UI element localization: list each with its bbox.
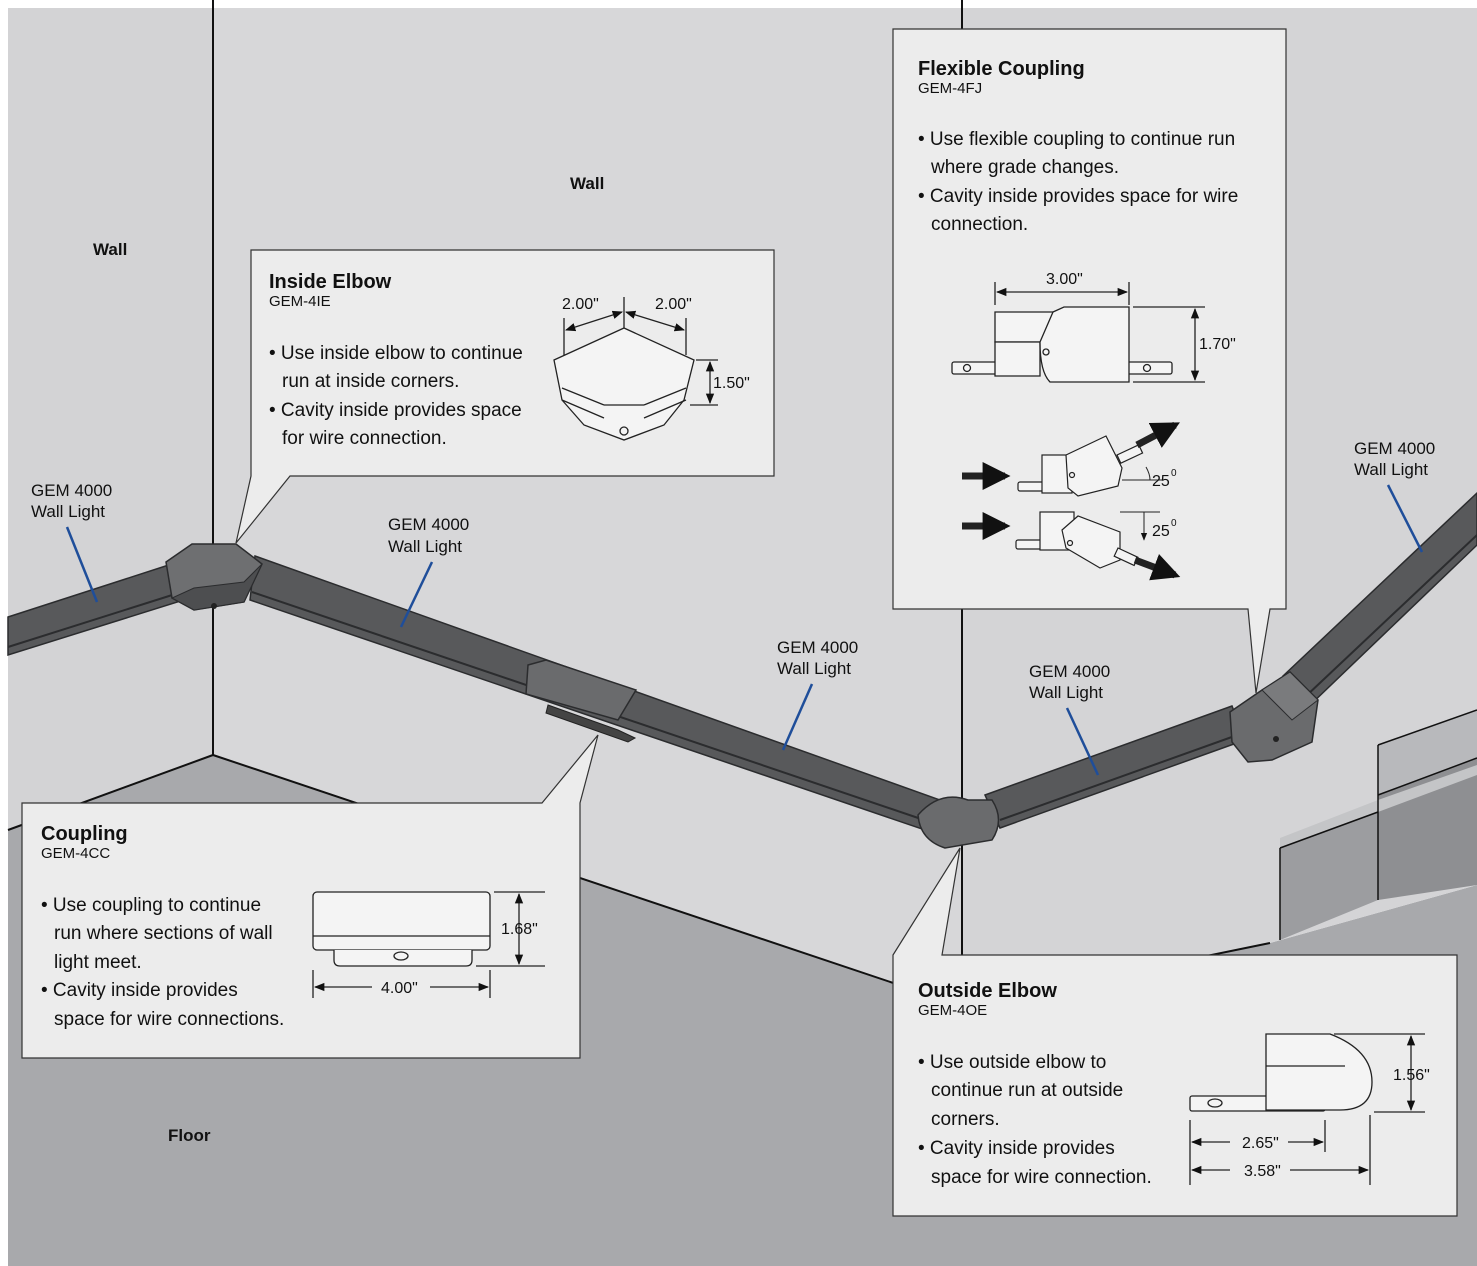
svg-text:space for wire connection.: space for wire connection. (931, 1167, 1152, 1188)
center-wall-label: Wall (570, 174, 604, 193)
rail-label-4: GEM 4000 Wall Light (1029, 662, 1110, 776)
left-wall-label: Wall (93, 240, 127, 259)
svg-text:continue run at outside: continue run at outside (931, 1080, 1123, 1101)
dim-height: 1.70" (1199, 336, 1236, 353)
dim-width: 3.00" (1046, 271, 1083, 288)
leader-line (1065, 707, 1100, 776)
angle-up-unit: 0 (1171, 468, 1177, 479)
inside-elbow-drawing (553, 297, 718, 441)
coupling-part (525, 659, 638, 743)
svg-text:for wire connection.: for wire connection. (282, 428, 447, 449)
callout-model: GEM-4IE (269, 293, 331, 310)
left-wall (8, 8, 213, 830)
leader-line (399, 561, 434, 628)
svg-text:GEM 4000: GEM 4000 (388, 515, 469, 534)
dim-inner-width: 2.65" (1242, 1135, 1279, 1152)
svg-text:• Use coupling to continue: • Use coupling to continue (41, 895, 261, 916)
coupling-callout: Coupling GEM-4CC • Use coupling to conti… (21, 734, 599, 1059)
dim-outer-width: 3.58" (1244, 1163, 1281, 1180)
svg-text:GEM 4000: GEM 4000 (31, 481, 112, 500)
svg-text:GEM 4000: GEM 4000 (1354, 439, 1435, 458)
angle-down-unit: 0 (1171, 518, 1177, 529)
svg-text:run at inside corners.: run at inside corners. (282, 371, 459, 392)
callout-model: GEM-4FJ (918, 80, 982, 97)
svg-text:corners.: corners. (931, 1109, 1000, 1130)
dim-right-width: 2.00" (655, 296, 692, 313)
callout-title: Coupling (41, 823, 128, 845)
svg-text:• Cavity inside provides: • Cavity inside provides (41, 980, 238, 1001)
callout-title: Flexible Coupling (918, 58, 1085, 80)
svg-text:space for wire connections.: space for wire connections. (54, 1009, 284, 1030)
svg-text:• Use flexible coupling to con: • Use flexible coupling to continue run (918, 129, 1235, 150)
stairs (1279, 709, 1477, 940)
rail-label-5: GEM 4000 Wall Light (1354, 439, 1435, 553)
callout-title: Outside Elbow (918, 980, 1057, 1002)
svg-text:Wall Light: Wall Light (388, 537, 462, 556)
svg-text:• Use inside elbow to continue: • Use inside elbow to continue (269, 343, 523, 364)
angle-up-value: 25 (1152, 473, 1170, 490)
leader-line (65, 526, 99, 603)
svg-text:Wall Light: Wall Light (1029, 683, 1103, 702)
svg-text:Wall Light: Wall Light (31, 502, 105, 521)
dim-height: 1.68" (501, 921, 538, 938)
dim-height: 1.50" (713, 375, 750, 392)
callout-model: GEM-4OE (918, 1002, 987, 1019)
callout-model: GEM-4CC (41, 845, 110, 862)
wall-light-rail (7, 491, 1477, 849)
outside-elbow-callout: Outside Elbow GEM-4OE • Use outside elbo… (892, 847, 1458, 1217)
flexible-coupling-part (1229, 671, 1319, 763)
svg-text:light meet.: light meet. (54, 952, 142, 973)
dim-left-width: 2.00" (562, 296, 599, 313)
svg-text:• Use outside elbow to: • Use outside elbow to (918, 1052, 1106, 1073)
rail-label-2: GEM 4000 Wall Light (388, 515, 469, 628)
leader-line (781, 683, 814, 751)
svg-text:Wall Light: Wall Light (1354, 460, 1428, 479)
rail-label-3: GEM 4000 Wall Light (777, 638, 858, 751)
svg-text:• Cavity inside provides space: • Cavity inside provides space (269, 400, 522, 421)
outside-elbow-part (917, 796, 1000, 849)
svg-text:GEM 4000: GEM 4000 (777, 638, 858, 657)
svg-text:GEM 4000: GEM 4000 (1029, 662, 1110, 681)
floor-label: Floor (168, 1126, 211, 1145)
svg-text:run where sections of wall: run where sections of wall (54, 923, 273, 944)
callout-box (21, 734, 599, 1059)
coupling-drawing (312, 891, 491, 967)
angle-down-value: 25 (1152, 523, 1170, 540)
center-floor-edge (212, 754, 963, 1007)
svg-text:• Cavity inside provides: • Cavity inside provides (918, 1138, 1115, 1159)
leader-line (1386, 484, 1424, 553)
flex-down-illustration (962, 511, 1181, 581)
inside-elbow-callout: Inside Elbow GEM-4IE • Use inside elbow … (235, 249, 775, 544)
callout-box (892, 847, 1458, 1217)
svg-text:where grade changes.: where grade changes. (930, 157, 1119, 178)
callout-title: Inside Elbow (269, 271, 392, 293)
svg-text:Wall Light: Wall Light (777, 659, 851, 678)
dim-width: 4.00" (381, 980, 418, 997)
rail-label-1: GEM 4000 Wall Light (31, 481, 112, 603)
svg-text:• Cavity inside provides space: • Cavity inside provides space for wire (918, 186, 1238, 207)
flexible-coupling-drawing (951, 306, 1173, 383)
svg-text:connection.: connection. (931, 214, 1028, 235)
dim-height: 1.56" (1393, 1067, 1430, 1084)
inside-elbow-part (165, 543, 263, 611)
flexible-coupling-callout: Flexible Coupling GEM-4FJ • Use flexible… (892, 28, 1287, 694)
flex-up-illustration (962, 421, 1180, 497)
outside-elbow-drawing (1189, 1033, 1373, 1112)
